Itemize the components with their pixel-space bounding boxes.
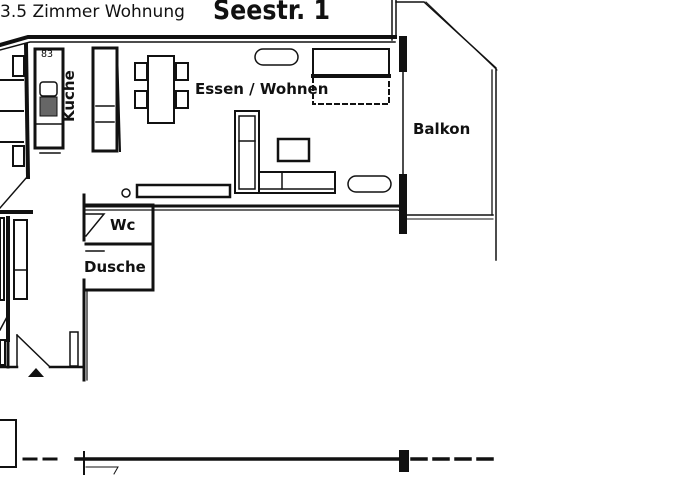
bathroom-walls — [82, 203, 155, 382]
wall-pillar-bottom — [399, 174, 407, 234]
drain-circle — [121, 188, 131, 198]
corridor-left — [0, 210, 86, 369]
coffee-table — [276, 137, 311, 163]
low-cabinet — [135, 183, 232, 199]
entrance-marker-icon — [28, 368, 44, 377]
address-title: Seestr. 1 — [213, 0, 331, 26]
plant-bottom — [347, 175, 392, 193]
left-room-furniture — [0, 55, 29, 210]
bottom-section-line — [0, 419, 502, 475]
sideboard — [311, 48, 391, 105]
room-label-wc: Wc — [110, 216, 136, 234]
stove-label: 83 — [41, 49, 54, 60]
kitchen-counter-left — [33, 47, 65, 150]
room-label-balkon: Balkon — [413, 120, 471, 138]
wall-pillar-top — [399, 36, 407, 72]
plant-top — [254, 48, 299, 66]
dining-table — [134, 55, 189, 124]
balcony-outline — [395, 1, 498, 261]
apartment-type-label: 3.5 Zimmer Wohnung — [0, 2, 185, 22]
room-label-essen-wohnen: Essen / Wohnen — [195, 80, 329, 98]
room-label-kueche: Küche — [60, 70, 78, 122]
sofa — [234, 110, 336, 194]
room-label-dusche: Dusche — [84, 258, 146, 276]
exterior-wall-top — [0, 0, 397, 51]
kitchen-counter-right — [91, 46, 122, 153]
